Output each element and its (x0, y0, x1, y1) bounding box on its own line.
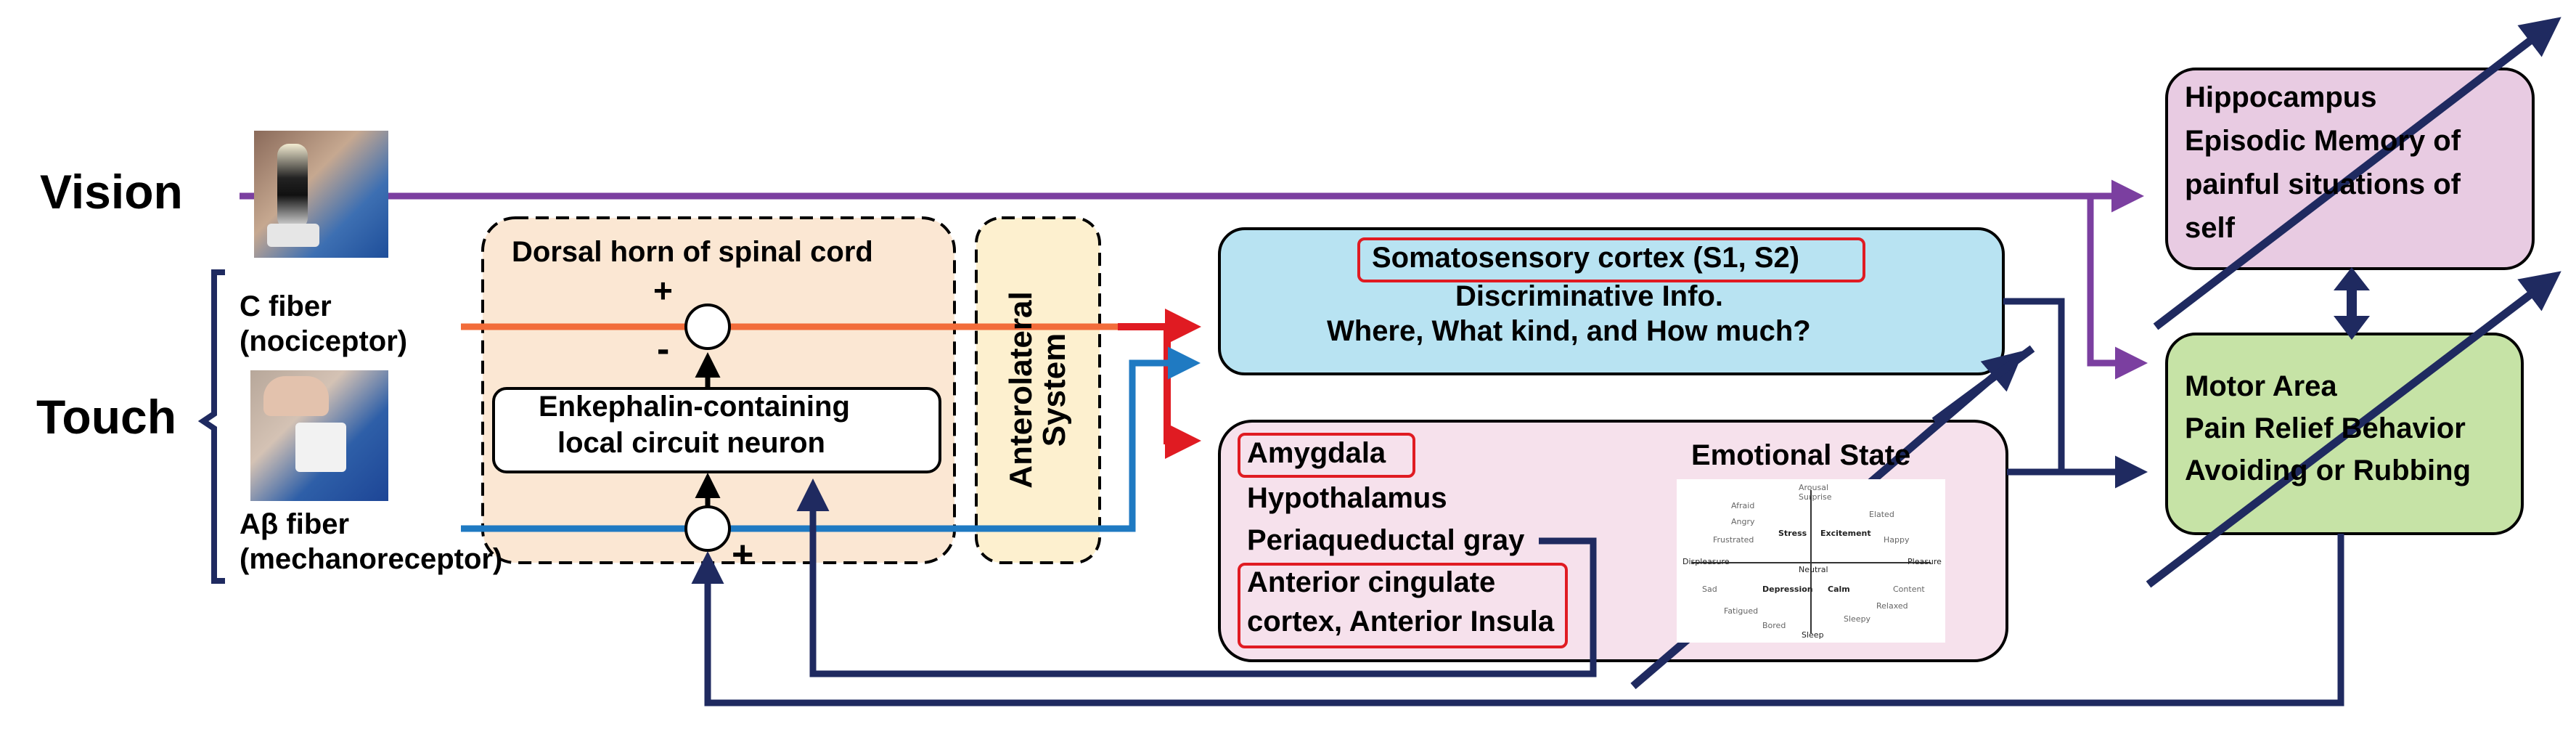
emo-bottom: Sleep (1802, 630, 1824, 640)
ab-fiber-synapse (684, 505, 731, 552)
diagonal-arrow-4 (1931, 345, 2035, 425)
emo-excitement: Excitement (1820, 529, 1871, 538)
diagonal-arrow-2 (2146, 271, 2561, 588)
motor-line-1: Motor Area (2185, 370, 2337, 402)
hippocampus-line-2: Episodic Memory of (2185, 125, 2461, 157)
c-fiber-label-2: (nociceptor) (240, 325, 408, 357)
emo-neutral: Neutral (1799, 565, 1828, 574)
touch-photo-block (295, 423, 346, 472)
somato-to-motor (2003, 298, 2148, 489)
emo-calm: Calm (1828, 585, 1850, 594)
touch-bracket (197, 269, 225, 584)
emo-relaxed: Relaxed (1876, 601, 1908, 611)
acc-line-2: cortex, Anterior Insula (1247, 606, 1555, 638)
emo-sleepy: Sleepy (1844, 614, 1871, 624)
anterolateral-box (975, 216, 1101, 564)
vision-photo (254, 131, 388, 258)
enkephalin-line-2: local circuit neuron (557, 427, 825, 459)
enkephalin-neuron-box (492, 387, 941, 473)
emo-content: Content (1893, 585, 1925, 594)
motor-line-2: Pain Relief Behavior (2185, 412, 2466, 444)
hypothalamus-label: Hypothalamus (1247, 482, 1447, 514)
touch-photo-hand (263, 376, 329, 416)
ab-fiber-label-2: (mechanoreceptor) (240, 543, 503, 575)
emo-frustrated: Frustrated (1713, 535, 1754, 545)
vision-photo-base (267, 224, 319, 247)
anterolateral-label: Anterolateral System (1002, 291, 1072, 489)
emo-top: Arousal (1799, 483, 1829, 492)
emo-left: Displeasure (1682, 557, 1730, 566)
plus-top: + (653, 272, 673, 309)
emo-happy: Happy (1884, 535, 1910, 545)
hippocampus-line-4: self (2185, 212, 2235, 244)
emo-angry: Angry (1731, 517, 1755, 526)
touch-label: Touch (36, 390, 177, 444)
acc-line-1: Anterior cingulate (1247, 566, 1496, 598)
emo-depression: Depression (1762, 585, 1813, 594)
vision-to-motor (2087, 196, 2148, 380)
hippocampus-line-3: painful situations of (2185, 168, 2461, 200)
acc-highlight (1238, 563, 1568, 648)
ab-fiber-label-1: Aβ fiber (240, 508, 350, 540)
enkephalin-line-1: Enkephalin-containing (539, 391, 850, 423)
emo-top2: Surprise (1799, 492, 1832, 502)
red-to-amygdala (1164, 327, 1201, 459)
motor-descending (691, 534, 2344, 706)
emo-right: Pleasure (1908, 557, 1942, 566)
somatosensory-line-2: Discriminative Info. (1455, 280, 1723, 312)
dorsal-horn-title: Dorsal horn of spinal cord (512, 236, 873, 268)
amygdala-highlight (1238, 433, 1415, 478)
pag-descending (796, 478, 1597, 677)
plus-bottom: + (732, 534, 754, 576)
emotional-state-label: Emotional State (1691, 439, 1911, 471)
vision-label: Vision (40, 165, 183, 219)
vision-photo-cylinder (277, 144, 308, 229)
hippocampus-box (2165, 68, 2535, 270)
motor-line-3: Avoiding or Rubbing (2185, 455, 2471, 486)
c-fiber-label-1: C fiber (240, 290, 332, 322)
emo-elated: Elated (1869, 510, 1894, 519)
somatosensory-title: Somatosensory cortex (S1, S2) (1372, 242, 1800, 274)
minus-top: - (657, 328, 670, 370)
emo-bored: Bored (1762, 621, 1786, 630)
anterolateral-line-2: System (1036, 333, 1072, 447)
diagonal-arrow-3 (2153, 17, 2561, 330)
hippo-motor-arrowhead-up (2334, 267, 2370, 290)
anterolateral-line-1: Anterolateral (1002, 291, 1039, 489)
hippo-motor-arrowhead-down (2334, 316, 2370, 340)
ab-fiber-line (461, 346, 1201, 532)
amygdala-label: Amygdala (1247, 437, 1386, 469)
emo-sad: Sad (1702, 585, 1717, 594)
hippocampus-line-1: Hippocampus (2185, 81, 2377, 113)
c-fiber-synapse (684, 304, 731, 350)
emo-afraid: Afraid (1731, 501, 1755, 510)
somatosensory-line-3: Where, What kind, and How much? (1327, 315, 1811, 347)
emo-stress: Stress (1778, 529, 1807, 538)
touch-photo (250, 370, 388, 501)
emo-fatigued: Fatigued (1724, 606, 1759, 616)
pag-label: Periaqueductal gray (1247, 524, 1525, 556)
somatosensory-highlight (1357, 237, 1865, 282)
